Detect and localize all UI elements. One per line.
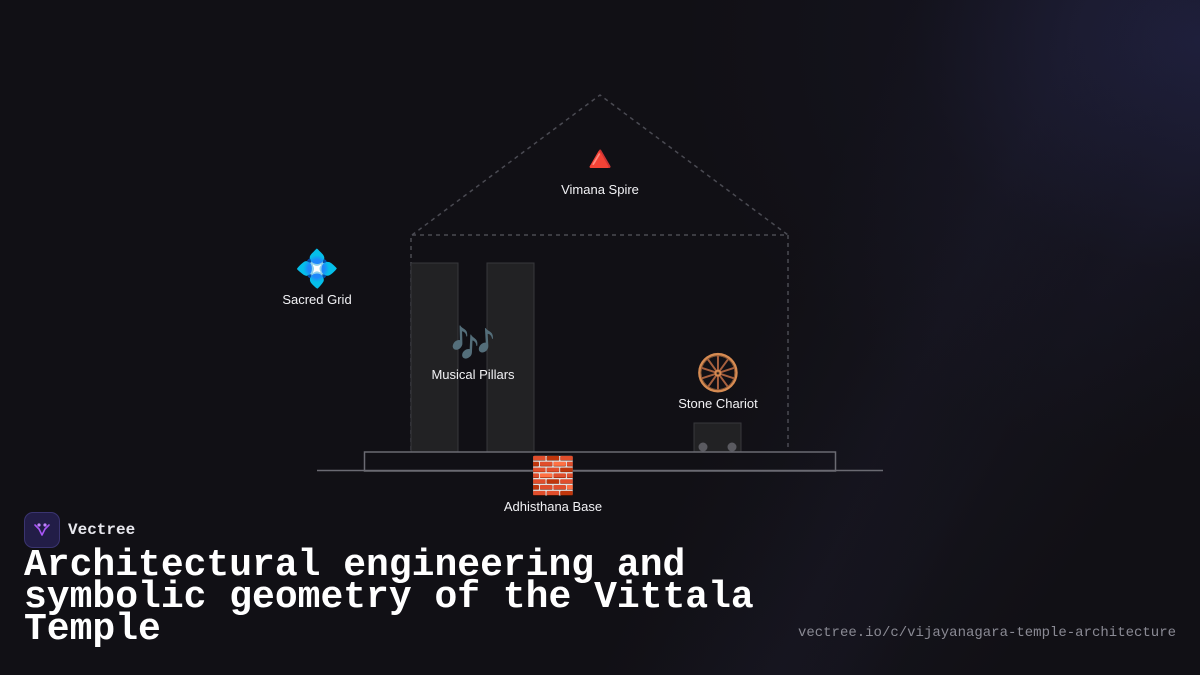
chariot-wheel-left: [698, 442, 708, 452]
stone-chariot-label: Stone Chariot: [678, 396, 758, 411]
node-musical-pillars: 🎶 Musical Pillars: [431, 323, 514, 382]
music-notes-icon: 🎶: [450, 323, 496, 364]
node-sacred-grid: 💠 Sacred Grid: [282, 248, 351, 307]
vimana-spire-label: Vimana Spire: [561, 182, 639, 197]
node-adhisthana-base: 🧱 Adhisthana Base: [504, 455, 602, 514]
sacred-grid-label: Sacred Grid: [282, 292, 352, 307]
musical-pillars-label: Musical Pillars: [431, 367, 515, 382]
source-url[interactable]: vectree.io/c/vijayanagara-temple-archite…: [797, 625, 1176, 641]
node-stone-chariot: 🛞 Stone Chariot: [678, 352, 758, 411]
pillar-left: [410, 262, 459, 453]
pillar-right: [486, 262, 535, 453]
vectree-logo-icon: [24, 512, 60, 548]
spire-outline: [411, 94, 789, 236]
node-vimana-spire: 🔺 Vimana Spire: [561, 138, 639, 197]
chariot-wheel-right: [727, 442, 737, 452]
red-triangle-icon: 🔺: [577, 138, 623, 179]
brick-icon: 🧱: [530, 455, 576, 496]
diamond-flower-icon: 💠: [294, 248, 340, 289]
wheel-icon: 🛞: [695, 352, 741, 393]
page-title: Architectural engineering and symbolic g…: [24, 544, 754, 651]
adhisthana-base-label: Adhisthana Base: [503, 499, 603, 514]
brand-name: Vectree: [68, 521, 136, 539]
brand[interactable]: Vectree: [24, 512, 135, 548]
